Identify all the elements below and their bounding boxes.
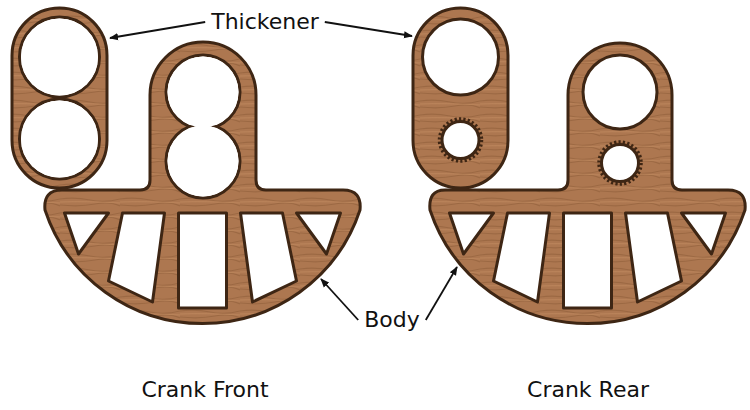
leader-line — [325, 22, 412, 36]
front-body — [45, 42, 360, 324]
rear-body — [430, 43, 745, 324]
part-label: Thickener — [211, 9, 319, 34]
leader-line — [110, 22, 205, 38]
leader-line — [426, 267, 457, 320]
caption-label: Crank Rear — [527, 377, 649, 402]
rear-thickener — [413, 8, 508, 188]
caption-label-wrap: Crank Front — [141, 378, 268, 402]
part-label-wrap: Body — [364, 308, 420, 332]
front-thickener — [12, 8, 107, 188]
leader-line — [321, 279, 358, 320]
part-label: Body — [364, 307, 420, 332]
part-label-wrap: Thickener — [211, 10, 319, 34]
caption-label: Crank Front — [141, 377, 268, 402]
caption-label-wrap: Crank Rear — [527, 378, 649, 402]
